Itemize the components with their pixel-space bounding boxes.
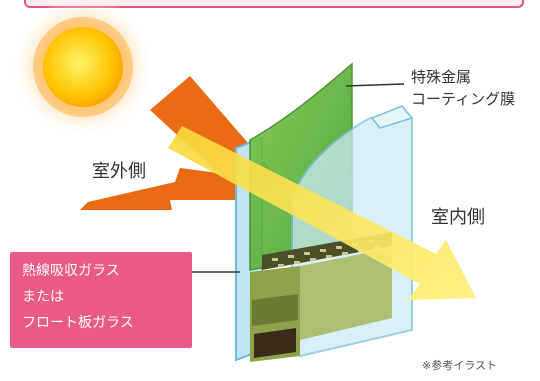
coating-label-line2: コーティング膜 bbox=[411, 90, 516, 108]
outdoor-side-label: 室外側 bbox=[92, 161, 146, 182]
indoor-side-label: 室内側 bbox=[431, 207, 485, 228]
reference-illustration-note: ※参考イラスト bbox=[422, 359, 497, 372]
metal-coating-label: 特殊金属 コーティング膜 bbox=[411, 66, 515, 110]
glass-type-line2: または bbox=[22, 289, 64, 305]
light-ray-transmitted bbox=[168, 126, 476, 300]
coating-label-line1: 特殊金属 bbox=[411, 68, 472, 86]
sun-icon bbox=[11, 0, 155, 139]
coating-leader-line bbox=[345, 83, 405, 87]
glass-type-callout: 熱線吸収ガラス または フロート板ガラス bbox=[10, 252, 192, 348]
glass-type-line1: 熱線吸収ガラス bbox=[22, 263, 120, 279]
sealant-block bbox=[250, 248, 392, 362]
heat-ray-reflected-arrow bbox=[80, 168, 262, 210]
top-banner-frame bbox=[24, 0, 524, 8]
glass-type-line3: フロート板ガラス bbox=[22, 315, 134, 331]
